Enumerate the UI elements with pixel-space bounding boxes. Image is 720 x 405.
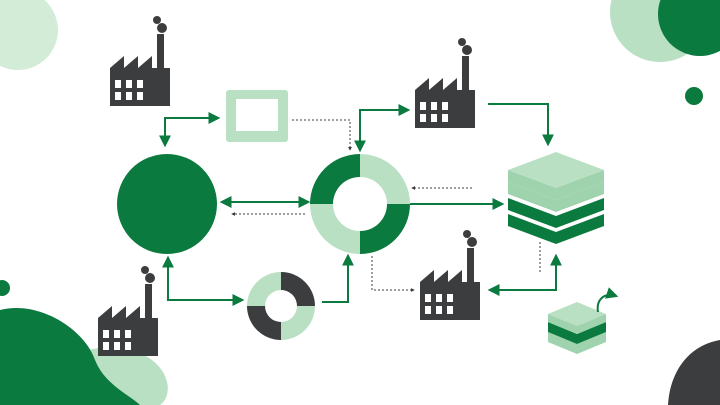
window-frame-icon (226, 90, 288, 142)
dot-top-right (685, 87, 703, 105)
arrow-factory-top-to-stack (488, 103, 554, 147)
segmented-ring-icon (310, 154, 410, 254)
blob-bottom-right (668, 340, 720, 405)
factory-icon-top-left (110, 16, 170, 106)
dotted-window-to-ring (292, 119, 352, 151)
curved-arrow-icon (596, 287, 619, 313)
arrow-donut-to-ring (322, 253, 354, 303)
blob-bottom-left-dark (0, 308, 140, 405)
dotted-ring-to-factory (371, 256, 415, 292)
arrow-hub-to-donut (162, 255, 245, 306)
blob-top-left (0, 0, 58, 70)
arrow-stack-to-factory-bottom (487, 253, 562, 296)
connections (159, 103, 562, 306)
arrow-ring-to-factory-top (354, 104, 411, 153)
blob-top-right-dark (658, 0, 720, 56)
dotted-connections (231, 119, 541, 292)
dot-left (0, 280, 10, 296)
factory-icon-top-center (415, 38, 475, 128)
layer-stack-icon (508, 152, 604, 244)
factory-icon-bottom-right (420, 230, 480, 320)
donut-ring-icon (247, 272, 315, 340)
arrow-hub-to-window (159, 112, 221, 148)
small-layer-stack-icon (548, 302, 606, 354)
factory-icon-bottom-left (98, 266, 158, 356)
circle-hub-icon (117, 154, 217, 254)
